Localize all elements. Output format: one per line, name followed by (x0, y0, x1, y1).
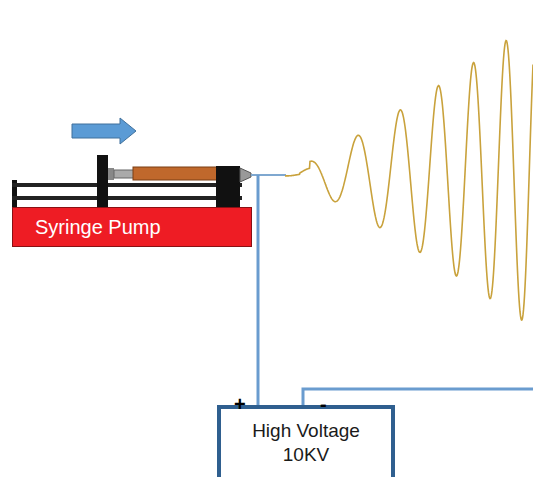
direction-arrow (72, 118, 136, 144)
pump-rails (12, 180, 242, 207)
plunger-rod (108, 168, 114, 180)
needle-hub (240, 168, 251, 182)
power-supply-box: High Voltage 10KV (217, 405, 395, 477)
plunger (114, 170, 134, 178)
needle (251, 174, 286, 176)
pump-box: Syringe Pump (12, 207, 252, 247)
positive-wire (257, 175, 260, 408)
syringe-barrel (133, 167, 217, 180)
plunger-block (97, 155, 108, 207)
pump-label: Syringe Pump (35, 215, 251, 239)
fiber-jet (285, 41, 533, 320)
syringe-holder (216, 166, 240, 207)
supply-label: High Voltage 10KV (239, 419, 373, 467)
negative-terminal: - (320, 394, 327, 414)
positive-terminal: + (234, 394, 246, 414)
